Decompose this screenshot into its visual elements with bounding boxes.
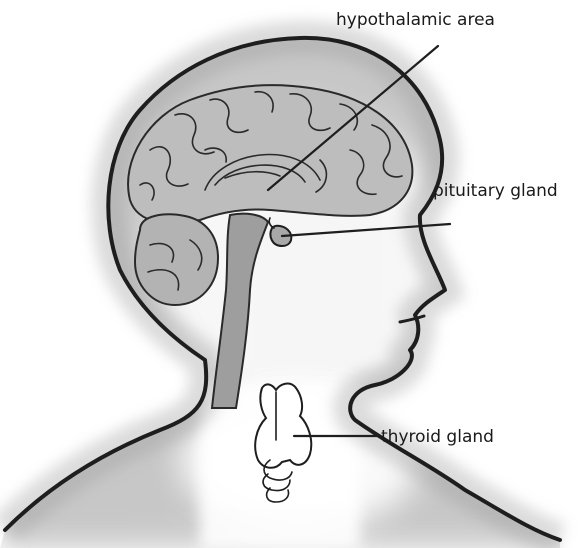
thyroid-gland-label: thyroid gland (381, 427, 494, 447)
cerebellum (135, 214, 218, 305)
pituitary-gland-label: pituitary gland (433, 181, 558, 201)
hypothalamic-area-label: hypothalamic area (336, 10, 495, 30)
